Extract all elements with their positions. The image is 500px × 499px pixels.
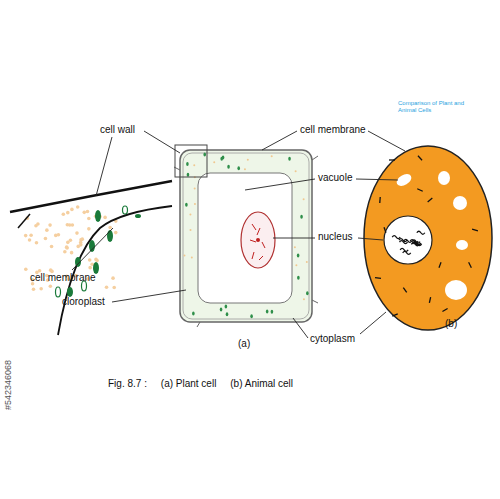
part-label: cloroplast (62, 296, 105, 308)
part-label: vacuole (318, 172, 352, 184)
inset-zoom (10, 181, 172, 335)
note-text: Comparison of Plant and Animal Cells (398, 100, 468, 114)
figure-letter: (a) (238, 338, 250, 350)
animal-cell (364, 146, 492, 330)
leader-lines (72, 131, 405, 338)
part-label: cell membrane (30, 272, 96, 284)
figure-letter: (b) (445, 318, 457, 330)
part-label: cell membrane (300, 124, 366, 136)
part-label: cell wall (100, 124, 135, 136)
figure-caption: Fig. 8.7 : (a) Plant cell (b) Animal cel… (108, 378, 293, 389)
part-label: nucleus (318, 231, 352, 243)
watermark: #542346068 (3, 360, 13, 410)
plant-cell (174, 145, 318, 327)
part-label: cytoplasm (310, 333, 355, 345)
